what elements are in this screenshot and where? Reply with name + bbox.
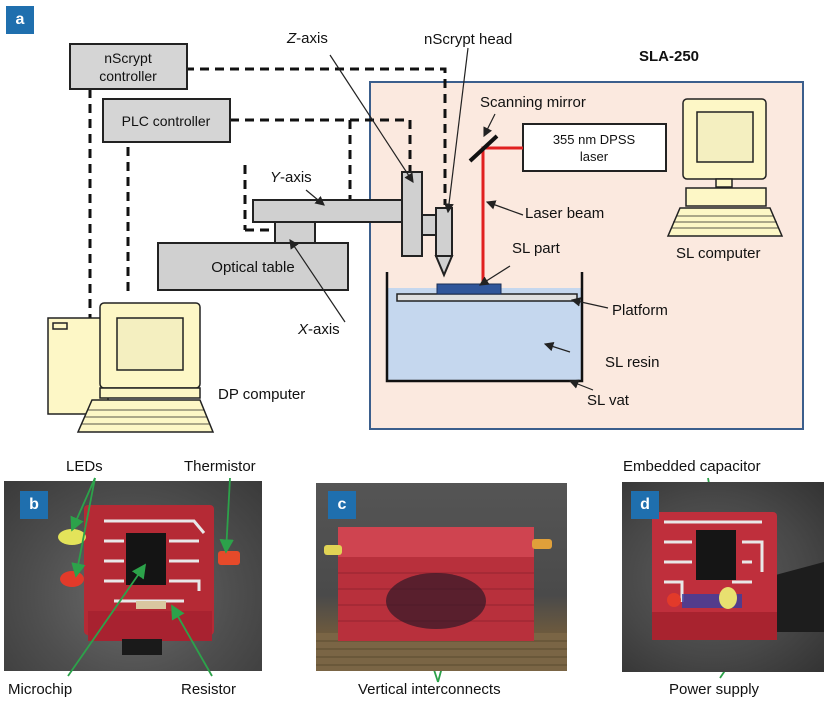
sl-part-label: SL part — [512, 240, 560, 257]
microchip-label: Microchip — [8, 681, 73, 698]
embedded-capacitor — [719, 587, 737, 609]
plc-controller-box — [102, 98, 231, 143]
z-axis-column — [401, 171, 423, 257]
laser-beam-label: Laser beam — [525, 205, 605, 222]
panel-d-badge: d — [631, 491, 659, 519]
sl-resin-label: SL resin — [605, 354, 660, 371]
sl-vat-label: SL vat — [587, 392, 629, 409]
nscrypt-head — [435, 207, 453, 257]
optical-table — [157, 242, 349, 291]
led-yellow — [58, 529, 86, 545]
nscrypt-head-label: nScrypt head — [424, 31, 513, 48]
sl-vat — [385, 272, 584, 383]
dp-computer — [47, 302, 215, 433]
led-red — [60, 571, 84, 587]
nscrypt-nozzle — [434, 255, 454, 278]
platform-label: Platform — [612, 302, 668, 319]
panel-c-device — [316, 527, 567, 671]
panel-a-diagram: nScrypt controller PLC controller 355 nm… — [47, 43, 804, 433]
sl-resin — [387, 288, 582, 381]
laser-box — [522, 123, 667, 172]
scanning-mirror-label: Scanning mirror — [480, 94, 586, 111]
x-axis-label: X-axis — [298, 321, 340, 338]
laser-box-label-1: 355 nm DPSS — [553, 132, 636, 147]
microchip-body — [126, 533, 166, 585]
nscrypt-controller-box — [69, 43, 188, 90]
laser-box-label-2: laser — [580, 149, 609, 164]
dp-computer-label: DP computer — [218, 386, 306, 403]
embedded-capacitor-label: Embedded capacitor — [623, 458, 761, 475]
panel-c-badge: c — [328, 491, 356, 519]
plc-controller-label: PLC controller — [122, 113, 211, 129]
panel-b-badge: b — [20, 491, 48, 519]
nscrypt-controller-label-1: nScrypt — [104, 50, 152, 66]
head-connector — [421, 214, 437, 236]
scanning-mirror — [468, 134, 499, 163]
x-axis-stage — [274, 221, 316, 244]
optical-table-label: Optical table — [211, 259, 294, 276]
y-axis-arm — [252, 199, 404, 223]
sl-computer-label: SL computer — [676, 245, 761, 262]
z-axis-label: Z-axis — [287, 30, 328, 47]
resistor-label: Resistor — [181, 681, 237, 698]
power-supply-label: Power supply — [669, 681, 760, 698]
nscrypt-controller-label-2: controller — [99, 68, 157, 84]
panel-d-device — [652, 512, 824, 640]
platform — [396, 293, 578, 302]
panel-a-badge: a — [6, 6, 34, 34]
thermistor-body — [218, 551, 240, 565]
panel-c-photo — [316, 483, 567, 671]
thermistor-label: Thermistor — [184, 458, 256, 475]
y-axis-label: Y-axis — [270, 169, 312, 186]
sla-250-title: SLA-250 — [639, 48, 700, 65]
sl-computer — [666, 98, 784, 237]
sl-part — [436, 283, 502, 295]
vertical-interconnects-label: Vertical interconnects — [358, 681, 501, 698]
leds-label: LEDs — [66, 458, 103, 475]
leader-arrows — [289, 47, 609, 391]
